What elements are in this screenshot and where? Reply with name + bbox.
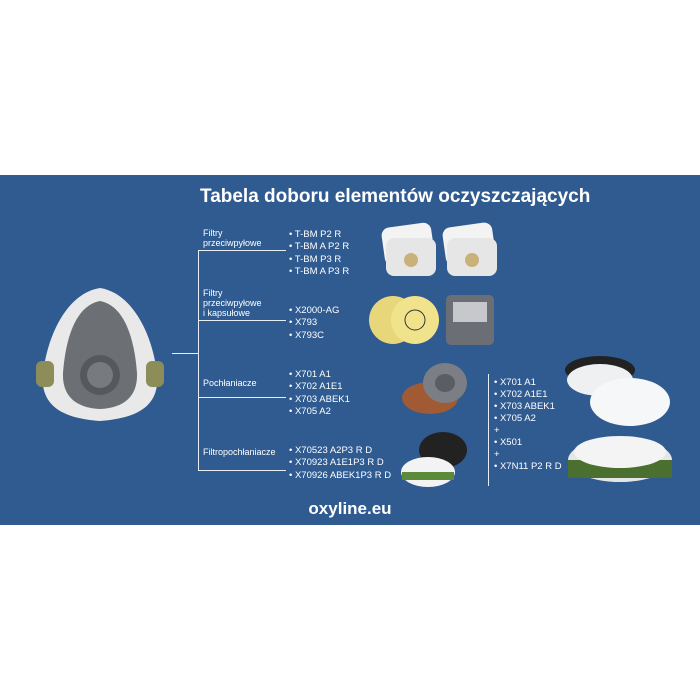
dust-filter-image (381, 222, 497, 276)
category-label: Filtry przeciwpyłowe i kapsułowe (203, 288, 262, 318)
combo-list: X701 A1 X702 A1E1 X703 ABEK1 X705 A2 + X… (494, 377, 562, 473)
absorber-image (402, 363, 467, 414)
combo-filter-image (565, 356, 672, 482)
plus-sign: + (494, 449, 500, 460)
list-item: X702 A1E1 (494, 389, 562, 401)
half-mask-image (36, 288, 164, 421)
branch-line (198, 470, 286, 471)
list-item: X70923 A1E1P3 R D (289, 457, 391, 469)
page-title: Tabela doboru elementów oczyszczających (200, 186, 591, 207)
branch-line (198, 320, 286, 321)
list-item: X701 A1 (494, 377, 562, 389)
product-list: X2000-AG X793 X793C (289, 305, 339, 342)
list-item: X793 (289, 317, 339, 329)
list-item: X70523 A2P3 R D (289, 445, 391, 457)
list-item: X702 A1E1 (289, 381, 350, 393)
category-label: Filtry przeciwpyłowe (203, 228, 262, 248)
list-item: X705 A2 (289, 406, 350, 418)
website-url: oxyline.eu (308, 499, 392, 518)
tree-connector (172, 353, 199, 354)
product-list: X701 A1 X702 A1E1 X703 ABEK1 X705 A2 (289, 369, 350, 419)
list-item: X793C (289, 330, 339, 342)
list-item: T-BM P3 R (289, 254, 349, 266)
list-item: X703 ABEK1 (494, 401, 562, 413)
list-item: X7N11 P2 R D (494, 461, 562, 473)
list-item: X70926 ABEK1P3 R D (289, 470, 391, 482)
plus-sign: + (494, 425, 500, 436)
branch-line (198, 250, 286, 251)
product-list: X70523 A2P3 R D X70923 A1E1P3 R D X70926… (289, 445, 391, 482)
list-item: X703 ABEK1 (289, 394, 350, 406)
category-label: Filtropochłaniacze (203, 447, 276, 457)
combo-divider (488, 374, 489, 486)
list-item: X701 A1 (289, 369, 350, 381)
tree-trunk (198, 250, 199, 471)
list-item: T-BM A P3 R (289, 266, 349, 278)
list-item: X705 A2 (494, 413, 562, 425)
filter-absorber-image (401, 432, 467, 487)
branch-line (198, 397, 286, 398)
product-list: T-BM P2 R T-BM A P2 R T-BM P3 R T-BM A P… (289, 229, 349, 279)
capsule-filter-image (369, 295, 494, 345)
category-label: Pochłaniacze (203, 378, 257, 388)
list-item: T-BM P2 R (289, 229, 349, 241)
list-item: X2000-AG (289, 305, 339, 317)
list-item: T-BM A P2 R (289, 241, 349, 253)
list-item: X501 (494, 437, 562, 449)
